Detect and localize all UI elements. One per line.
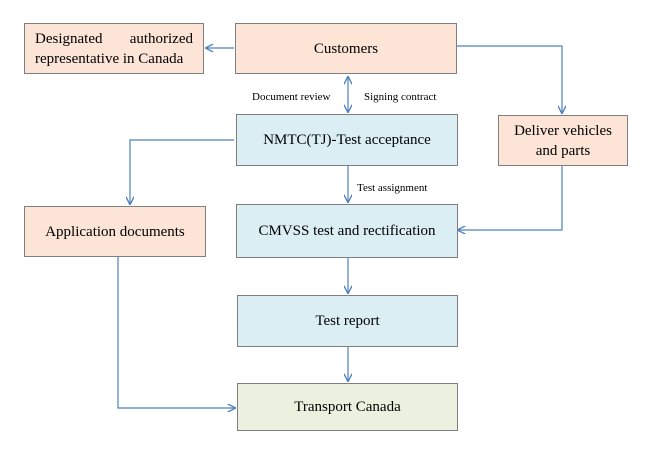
- deliver-box: Deliver vehicles and parts: [498, 115, 628, 166]
- arrow-customers-to-deliver: [457, 45, 562, 113]
- cmvss-box: CMVSS test and rectification: [236, 204, 458, 258]
- report-box: Test report: [237, 295, 458, 347]
- edge-label-document-review: Document review: [252, 91, 331, 103]
- arrow-application-to-transport: [117, 256, 235, 408]
- nmtc-box: NMTC(TJ)-Test acceptance: [236, 114, 458, 166]
- deliver-line1: Deliver vehicles: [514, 122, 612, 139]
- cmvss-label: CMVSS test and rectification: [258, 223, 436, 239]
- edge-label-test-assignment: Test assignment: [357, 182, 428, 194]
- customers-box: Customers: [235, 23, 457, 74]
- representative-box: Designated authorized representative in …: [24, 23, 204, 74]
- edge-label-signing-contract: Signing contract: [364, 91, 437, 103]
- deliver-line2: and parts: [535, 142, 591, 159]
- application-box: Application documents: [24, 206, 206, 257]
- report-label: Test report: [315, 313, 380, 329]
- application-label: Application documents: [45, 223, 185, 240]
- arrow-deliver-to-cmvss: [458, 166, 563, 230]
- representative-line2: representative in Canada: [35, 50, 184, 67]
- representative-line1: Designated authorized: [35, 30, 193, 47]
- arrow-nmtc-to-application: [130, 139, 234, 204]
- transport-label: Transport Canada: [294, 399, 401, 415]
- transport-box: Transport Canada: [237, 383, 458, 431]
- customers-label: Customers: [313, 40, 379, 57]
- nmtc-label: NMTC(TJ)-Test acceptance: [263, 132, 431, 148]
